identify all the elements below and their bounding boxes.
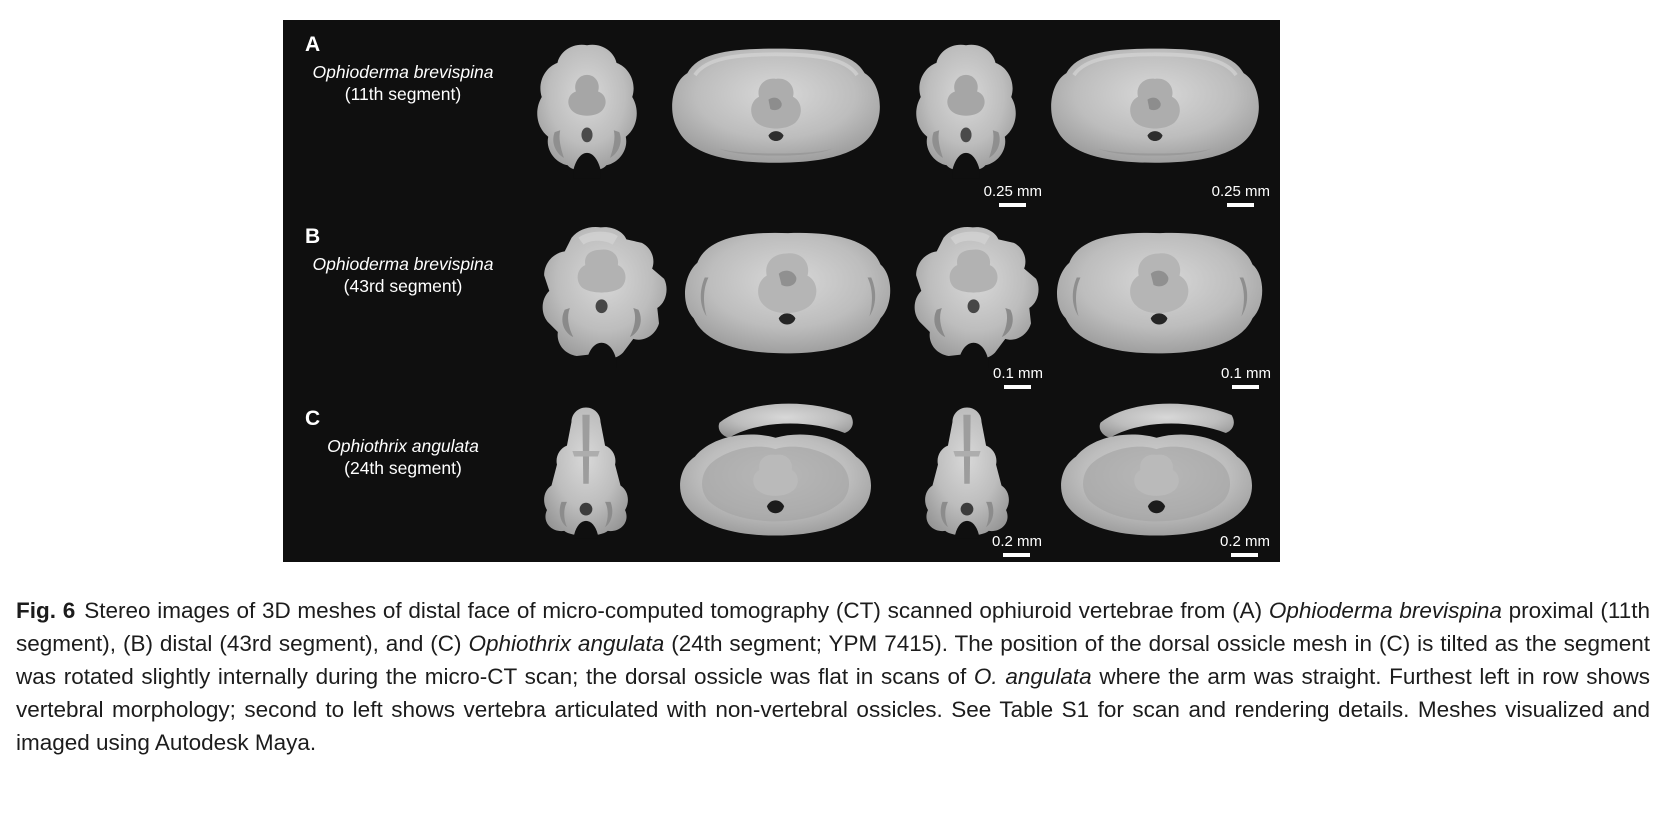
mesh-articulated-a-2	[1051, 48, 1259, 163]
panel-letter-a: A	[305, 33, 321, 56]
panel-row-a: A Ophioderma brevispina (11th segment)	[283, 20, 1280, 212]
row-label-b: B Ophioderma brevispina (43rd segment)	[283, 212, 523, 394]
caption-species-3: O. angulata	[973, 664, 1092, 690]
row-label-a: A Ophioderma brevispina (11th segment)	[283, 20, 523, 212]
mesh-vertebra-b-2	[914, 227, 1039, 368]
scale-bar-line	[999, 203, 1027, 207]
species-name-c: Ophiothrix angulata	[327, 436, 479, 456]
mesh-articulated-c-2	[1061, 403, 1252, 536]
row-images-c: 0.2 mm 0.2 mm	[523, 394, 1280, 562]
scale-label-c-left: 0.2 mm	[991, 532, 1042, 550]
caption-species-2: Ophiothrix angulata	[468, 631, 665, 657]
caption-fig-label: Fig. 6	[16, 598, 76, 623]
scale-bar-line	[1232, 385, 1260, 389]
mesh-articulated-a-1	[672, 48, 881, 163]
scale-label-a-right: 0.25 mm	[1211, 182, 1270, 200]
mesh-vertebra-b-1	[542, 227, 667, 368]
scale-bar-a-left: 0.25 mm	[983, 182, 1042, 207]
scale-bar-b-right: 0.1 mm	[1220, 364, 1271, 389]
mesh-vertebra-a-2	[915, 44, 1016, 179]
panel-row-c: C Ophiothrix angulata (24th segment)	[283, 394, 1280, 562]
species-name-a: Ophioderma brevispina	[312, 62, 494, 82]
mesh-articulated-b-1	[684, 232, 891, 354]
segment-label-a: (11th segment)	[344, 84, 462, 104]
scale-label-b-left: 0.1 mm	[992, 364, 1043, 382]
scale-bar-line	[1003, 553, 1031, 557]
scale-bar-line	[1004, 385, 1032, 389]
mesh-articulated-b-2	[1056, 232, 1263, 354]
row-label-c: C Ophiothrix angulata (24th segment)	[283, 394, 523, 562]
species-name-b: Ophioderma brevispina	[312, 254, 494, 274]
mesh-vertebra-a-1	[537, 44, 637, 179]
scale-label-a-left: 0.25 mm	[983, 182, 1042, 200]
mesh-articulated-c-1	[680, 403, 872, 536]
scale-label-b-right: 0.1 mm	[1220, 364, 1271, 382]
figure-caption: Fig. 6 Stereo images of 3D meshes of dist…	[16, 594, 1650, 759]
figure-panel: A Ophioderma brevispina (11th segment)	[283, 20, 1280, 562]
panel-letter-c: C	[305, 407, 321, 430]
scale-bar-c-left: 0.2 mm	[991, 532, 1042, 557]
row-images-b: 0.1 mm 0.1 mm	[523, 212, 1281, 394]
mesh-vertebra-c-2	[924, 407, 1009, 539]
scale-label-c-right: 0.2 mm	[1219, 532, 1270, 550]
caption-species-1: Ophioderma brevispina	[1268, 598, 1502, 623]
scale-bar-line	[1231, 553, 1259, 557]
caption-text-4: where the arm was straight. Furthest lef…	[16, 664, 1650, 756]
caption-text-3: (24th segment; YPM 7415). The position o…	[16, 631, 1650, 690]
segment-label-c: (24th segment)	[344, 458, 462, 478]
panel-row-b: B Ophioderma brevispina (43rd segment)	[283, 212, 1280, 394]
row-images-a: 0.25 mm 0.25 mm	[523, 20, 1280, 212]
scale-bar-c-right: 0.2 mm	[1219, 532, 1270, 557]
caption-text-2: proximal (11th segment), (B) distal (43r…	[16, 598, 1651, 657]
segment-label-b: (43rd segment)	[343, 276, 463, 296]
scale-bar-b-left: 0.1 mm	[992, 364, 1043, 389]
scale-bar-line	[1227, 203, 1255, 207]
scale-bar-a-right: 0.25 mm	[1211, 182, 1270, 207]
mesh-vertebra-c-1	[544, 407, 628, 539]
panel-letter-b: B	[305, 225, 321, 248]
caption-text-1: Stereo images of 3D meshes of distal fac…	[84, 598, 1269, 623]
